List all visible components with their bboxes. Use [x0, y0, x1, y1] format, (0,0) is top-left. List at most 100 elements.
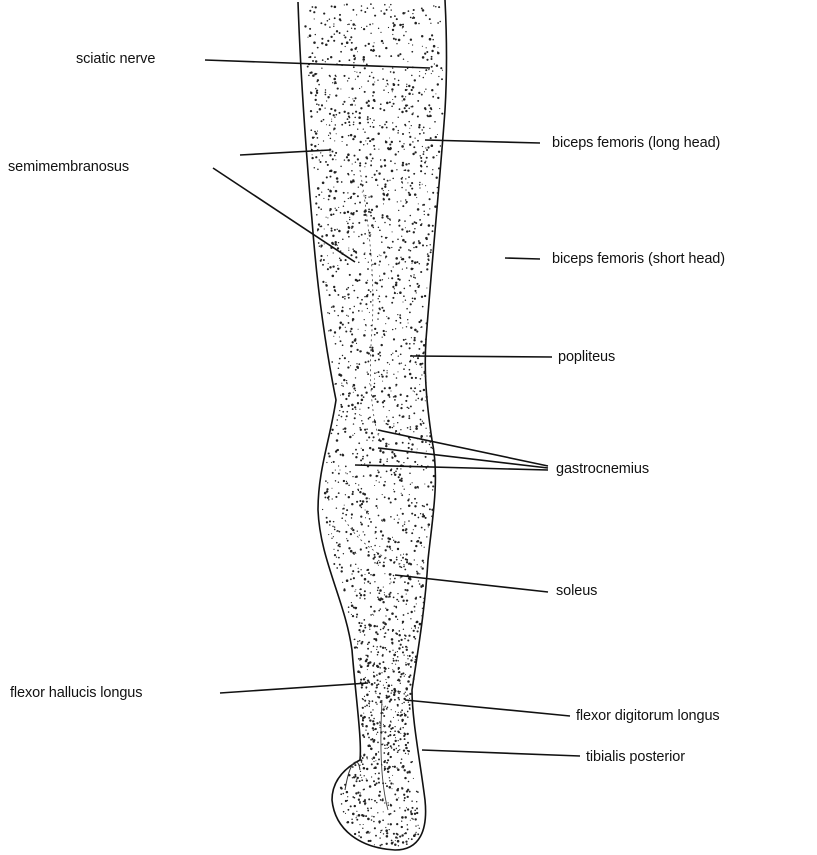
stipple-dot — [376, 332, 378, 334]
stipple-dot — [339, 257, 341, 259]
stipple-dot — [409, 684, 411, 686]
stipple-dot — [422, 505, 424, 507]
stipple-dot — [383, 178, 385, 180]
stipple-dot — [348, 315, 349, 316]
stipple-dot — [406, 84, 407, 85]
stipple-dot — [382, 621, 384, 623]
stipple-dot — [338, 465, 339, 466]
stipple-dot — [352, 491, 354, 493]
stipple-dot — [355, 409, 356, 410]
stipple-dot — [397, 704, 399, 706]
stipple-dot — [363, 755, 365, 757]
stipple-dot — [337, 88, 339, 90]
stipple-dot — [359, 88, 360, 89]
stipple-dot — [367, 758, 368, 759]
stipple-dot — [429, 115, 431, 117]
stipple-dot — [405, 169, 407, 171]
stipple-dot — [411, 263, 412, 264]
stipple-dot — [369, 624, 372, 627]
stipple-dot — [347, 263, 349, 265]
stipple-dot — [422, 184, 423, 185]
stipple-dot — [384, 222, 386, 224]
stipple-dot — [382, 279, 383, 280]
stipple-dot — [356, 819, 358, 821]
stipple-dot — [353, 212, 355, 214]
stipple-dot — [412, 223, 414, 225]
stipple-dot — [393, 266, 394, 267]
stipple-dot — [348, 405, 350, 407]
stipple-dot — [348, 230, 350, 232]
stipple-dot — [423, 211, 425, 213]
stipple-dot — [352, 552, 354, 554]
stipple-dot — [437, 187, 439, 189]
stipple-dot — [324, 492, 327, 495]
stipple-dot — [379, 663, 381, 665]
stipple-dot — [374, 844, 375, 845]
stipple-dot — [370, 651, 372, 653]
stipple-dot — [401, 566, 403, 568]
stipple-dot — [371, 347, 373, 349]
stipple-dot — [321, 104, 323, 106]
stipple-dot — [345, 259, 347, 261]
stipple-dot — [405, 163, 407, 165]
stipple-dot — [371, 388, 373, 390]
stipple-dot — [388, 752, 390, 754]
stipple-dot — [355, 279, 357, 281]
stipple-dot — [422, 244, 424, 246]
stipple-dot — [432, 169, 433, 170]
stipple-dot — [394, 726, 395, 727]
stipple-dot — [348, 77, 350, 79]
stipple-dot — [406, 594, 407, 595]
stipple-dot — [352, 813, 355, 816]
stipple-dot — [417, 630, 419, 632]
stipple-dot — [365, 197, 366, 198]
stipple-dot — [391, 105, 393, 107]
stipple-dot — [374, 545, 376, 547]
stipple-dot — [422, 56, 425, 59]
stipple-dot — [382, 601, 384, 603]
stipple-dot — [319, 245, 320, 246]
stipple-dot — [376, 802, 378, 804]
stipple-dot — [357, 670, 360, 673]
stipple-dot — [359, 664, 360, 665]
leader-soleus — [395, 575, 548, 592]
stipple-dot — [405, 744, 407, 746]
stipple-dot — [363, 789, 364, 790]
stipple-dot — [419, 75, 420, 76]
stipple-dot — [388, 387, 391, 390]
stipple-dot — [353, 387, 355, 389]
stipple-dot — [376, 704, 377, 705]
stipple-dot — [359, 414, 360, 415]
stipple-dot — [411, 106, 412, 107]
stipple-dot — [374, 421, 376, 423]
stipple-dot — [352, 408, 354, 410]
stipple-dot — [405, 89, 407, 91]
stipple-dot — [388, 444, 389, 445]
stipple-dot — [415, 666, 416, 667]
stipple-dot — [341, 385, 342, 386]
stipple-dot — [349, 39, 351, 41]
stipple-dot — [391, 685, 392, 686]
stipple-dot — [405, 532, 407, 534]
stipple-dot — [349, 274, 351, 276]
stipple-dot — [383, 109, 385, 111]
stipple-dot — [388, 278, 389, 279]
stipple-dot — [347, 211, 349, 213]
stipple-dot — [412, 297, 414, 299]
stipple-dot — [385, 595, 387, 597]
stipple-dot — [320, 208, 322, 210]
stipple-dot — [354, 117, 356, 119]
stipple-dot — [374, 827, 376, 829]
stipple-dot — [363, 713, 364, 714]
stipple-dot — [383, 626, 385, 628]
stipple-dot — [390, 582, 391, 583]
stipple-dot — [382, 42, 384, 44]
stipple-dot — [379, 450, 381, 452]
stipple-dot — [326, 290, 327, 291]
stipple-dot — [331, 227, 333, 229]
stipple-dot — [354, 764, 356, 766]
stipple-dot — [432, 96, 434, 98]
stipple-dot — [403, 566, 405, 568]
stipple-dot — [313, 41, 316, 44]
stipple-dot — [321, 120, 323, 122]
